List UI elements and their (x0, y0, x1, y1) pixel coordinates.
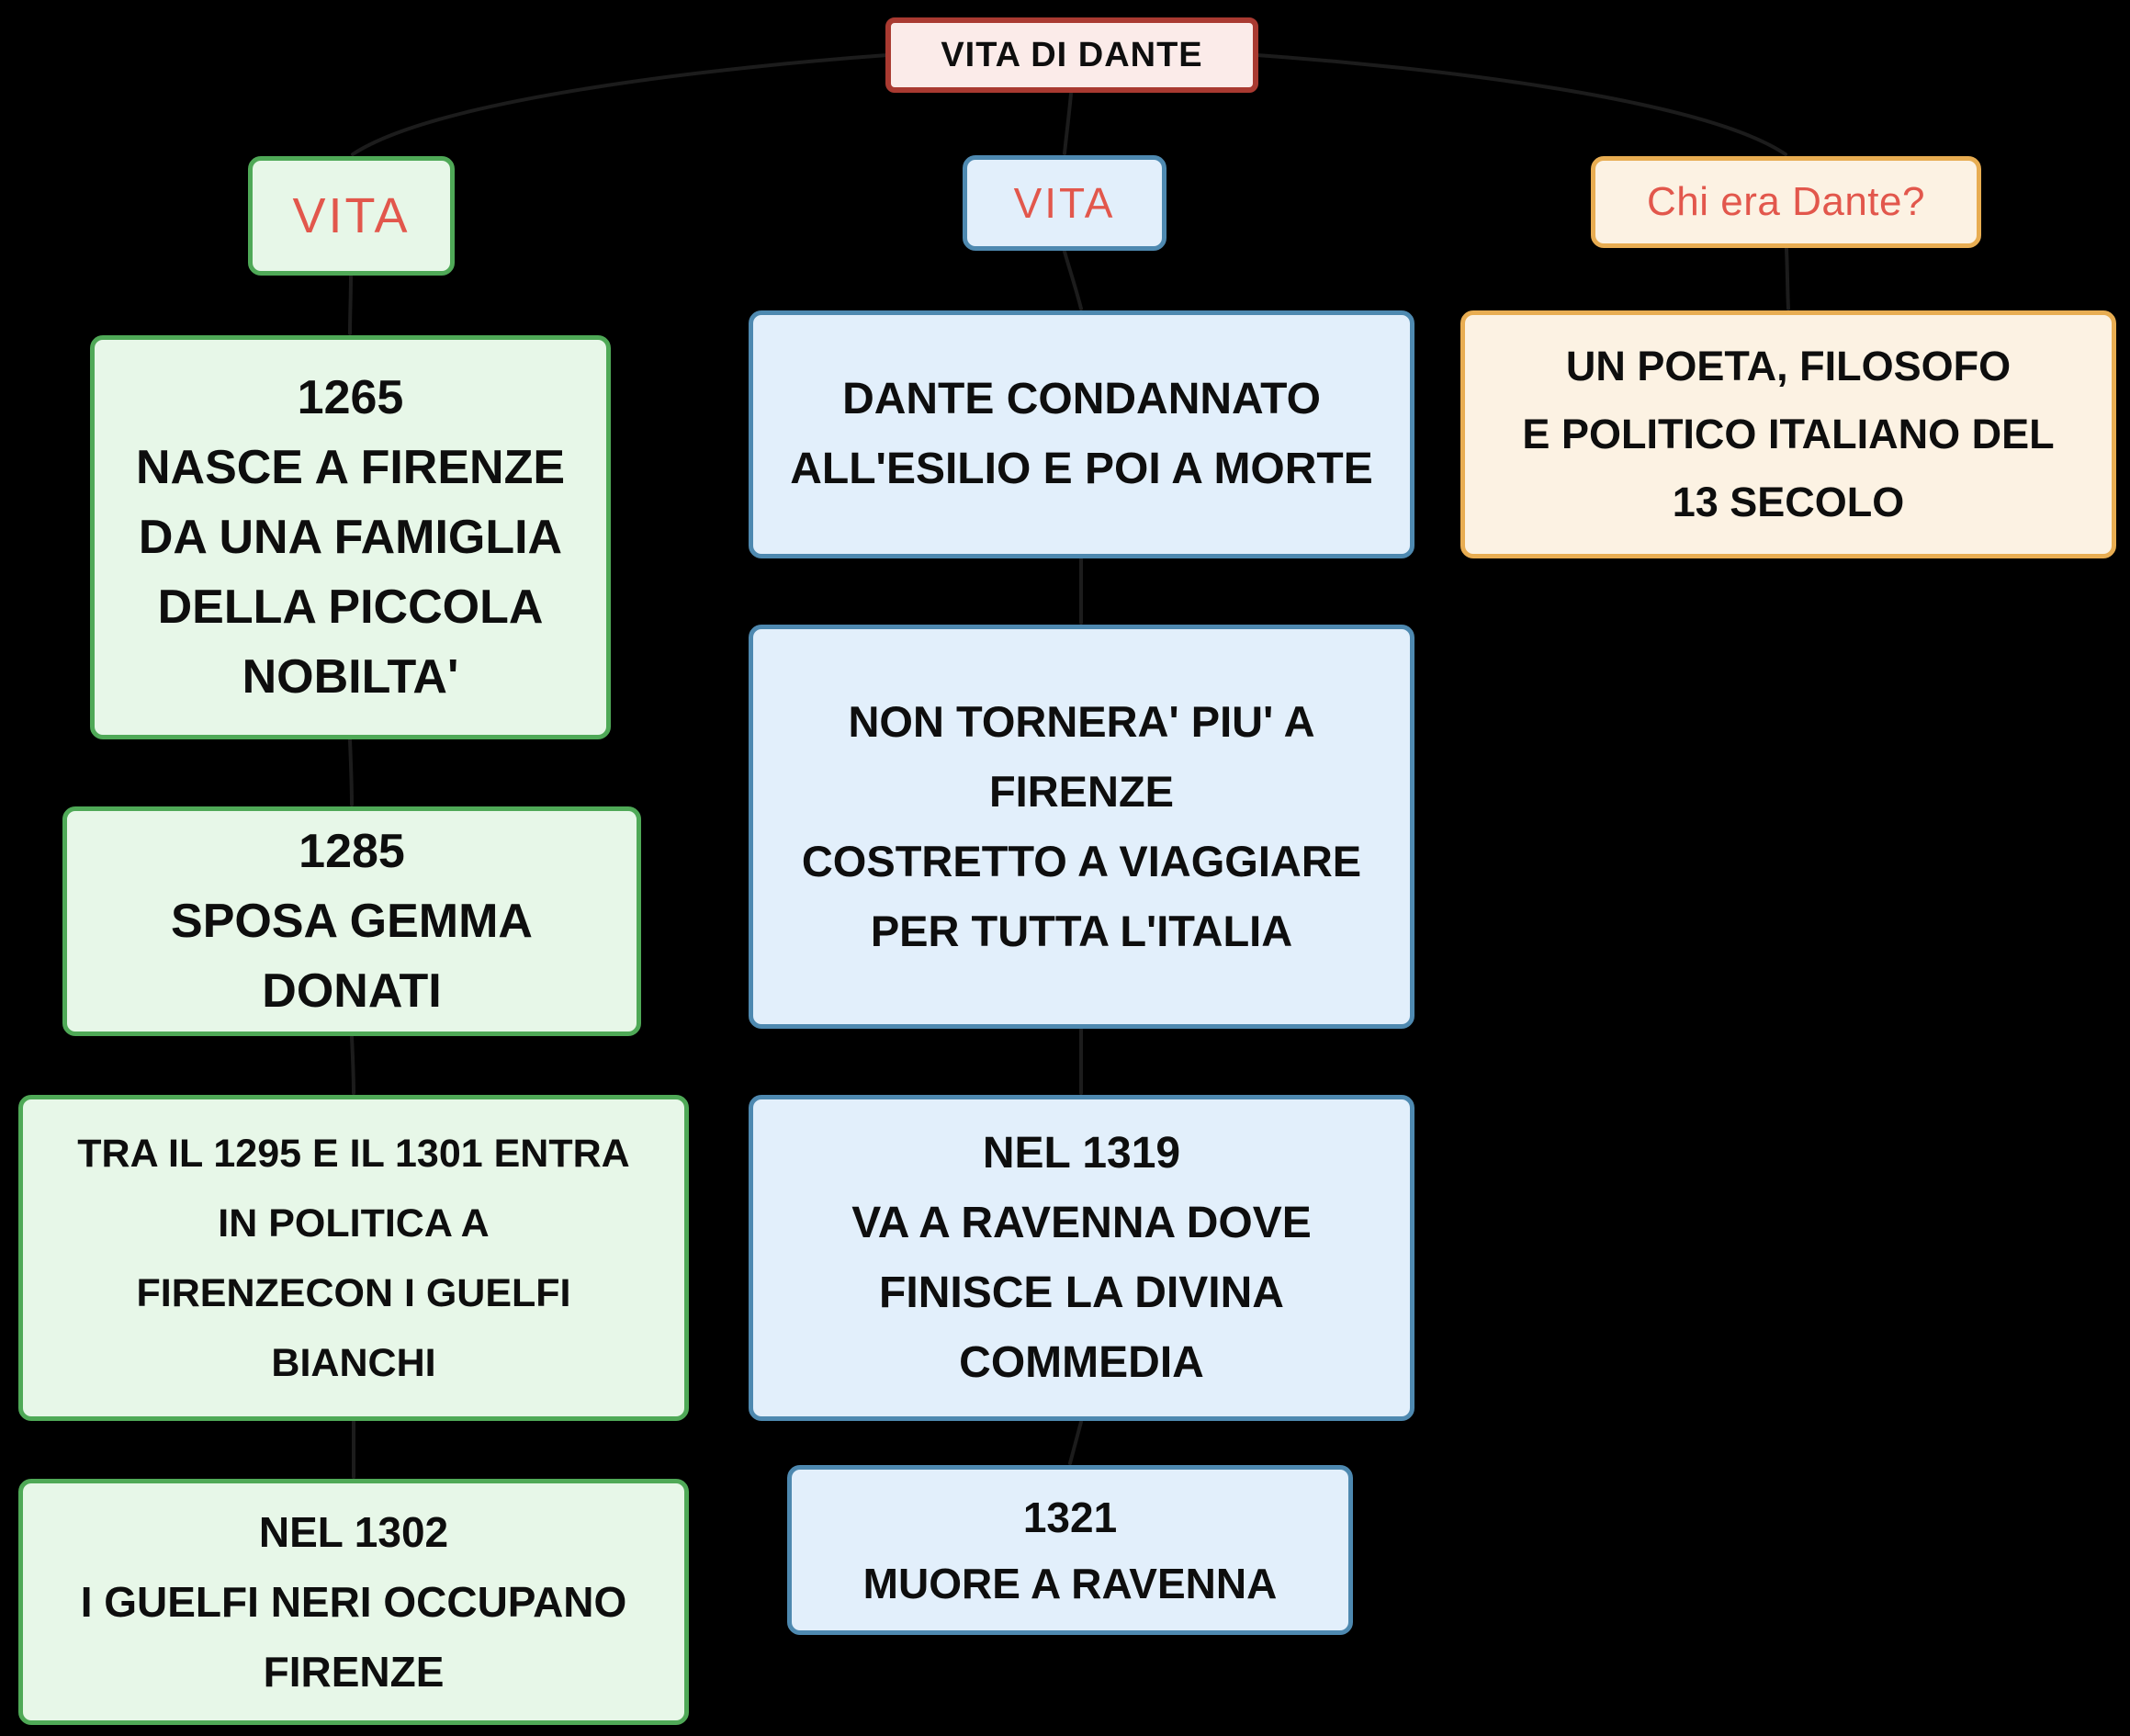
node-1285-sposa-gemma-donati[interactable]: 1285 SPOSA GEMMA DONATI (62, 806, 641, 1036)
node-text-line: I GUELFI NERI OCCUPANO (80, 1578, 627, 1626)
node-text-line: DA UNA FAMIGLIA (138, 511, 563, 564)
connector-line (348, 275, 353, 335)
connector-line (350, 1035, 355, 1095)
node-text-line: FIRENZE (263, 1648, 445, 1696)
node-text-line: VA A RAVENNA DOVE (851, 1198, 1312, 1247)
node-title[interactable]: VITA DI DANTE (885, 17, 1258, 93)
node-text-line: MUORE A RAVENNA (862, 1559, 1278, 1607)
node-1295-1301-entra-in-politica[interactable]: TRA IL 1295 E IL 1301 ENTRA IN POLITICA … (18, 1095, 689, 1421)
node-text-line: DONATI (262, 964, 442, 1018)
node-text-line: NEL 1302 (258, 1508, 449, 1556)
node-text-line: TRA IL 1295 E IL 1301 ENTRA (77, 1131, 630, 1176)
node-text-line: NOBILTA' (242, 650, 459, 704)
node-header-chi-era-dante[interactable]: Chi era Dante? (1591, 156, 1981, 248)
node-1319-va-a-ravenna[interactable]: NEL 1319 VA A RAVENNA DOVE FINISCE LA DI… (749, 1095, 1414, 1421)
node-text-line: FIRENZE (988, 767, 1175, 816)
node-text-line: 1285 (299, 825, 405, 878)
node-non-tornera-piu-a-firenze[interactable]: NON TORNERA' PIU' A FIRENZE COSTRETTO A … (749, 625, 1414, 1029)
node-1265-nasce-a-firenze[interactable]: 1265 NASCE A FIRENZE DA UNA FAMIGLIA DEL… (90, 335, 611, 739)
node-un-poeta-filosofo-politico[interactable]: UN POETA, FILOSOFO E POLITICO ITALIANO D… (1460, 310, 2116, 558)
node-text-line: PER TUTTA L'ITALIA (870, 907, 1293, 955)
node-text-line: 13 SECOLO (1672, 479, 1905, 525)
connector-line (1063, 250, 1083, 310)
node-text-line: UN POETA, FILOSOFO (1565, 343, 2012, 389)
header-label: VITA (1013, 179, 1116, 227)
header-label: VITA (292, 188, 411, 243)
node-header-vita-middle[interactable]: VITA (963, 155, 1166, 251)
node-text-line: ALL'ESILIO E POI A MORTE (790, 445, 1373, 493)
connector-line (351, 53, 889, 156)
connector-line (1068, 1420, 1083, 1465)
node-text-line: E POLITICO ITALIANO DEL (1522, 411, 2055, 457)
node-text-line: NEL 1319 (982, 1128, 1181, 1178)
node-text-line: NON TORNERA' PIU' A (848, 697, 1315, 746)
node-text-line: FIRENZECON I GUELFI (136, 1270, 571, 1315)
node-1302-guelfi-neri-occupano-firenze[interactable]: NEL 1302 I GUELFI NERI OCCUPANO FIRENZE (18, 1479, 689, 1725)
node-text-line: IN POLITICA A (218, 1201, 490, 1246)
node-text-line: 1265 (297, 371, 404, 424)
node-text-line: NASCE A FIRENZE (135, 441, 566, 494)
connector-line (348, 738, 354, 806)
node-1321-muore-a-ravenna[interactable]: 1321 MUORE A RAVENNA (787, 1465, 1353, 1635)
connector-line (1785, 247, 1790, 310)
title-label: VITA DI DANTE (941, 35, 1203, 74)
header-label: Chi era Dante? (1647, 179, 1925, 224)
node-text-line: DANTE CONDANNATO (842, 375, 1321, 423)
node-dante-condannato-esilio[interactable]: DANTE CONDANNATO ALL'ESILIO E POI A MORT… (749, 310, 1414, 558)
node-text-line: FINISCE LA DIVINA (879, 1268, 1284, 1317)
node-text-line: BIANCHI (271, 1340, 436, 1385)
node-text-line: COMMEDIA (959, 1337, 1204, 1387)
node-text-line: SPOSA GEMMA (171, 895, 533, 948)
node-text-line: COSTRETTO A VIAGGIARE (801, 837, 1362, 885)
node-header-vita-left[interactable]: VITA (248, 156, 455, 276)
connector-line (1255, 53, 1787, 156)
node-text-line: DELLA PICCOLA (157, 581, 544, 634)
node-text-line: 1321 (1022, 1493, 1118, 1541)
connector-line (1063, 92, 1073, 155)
